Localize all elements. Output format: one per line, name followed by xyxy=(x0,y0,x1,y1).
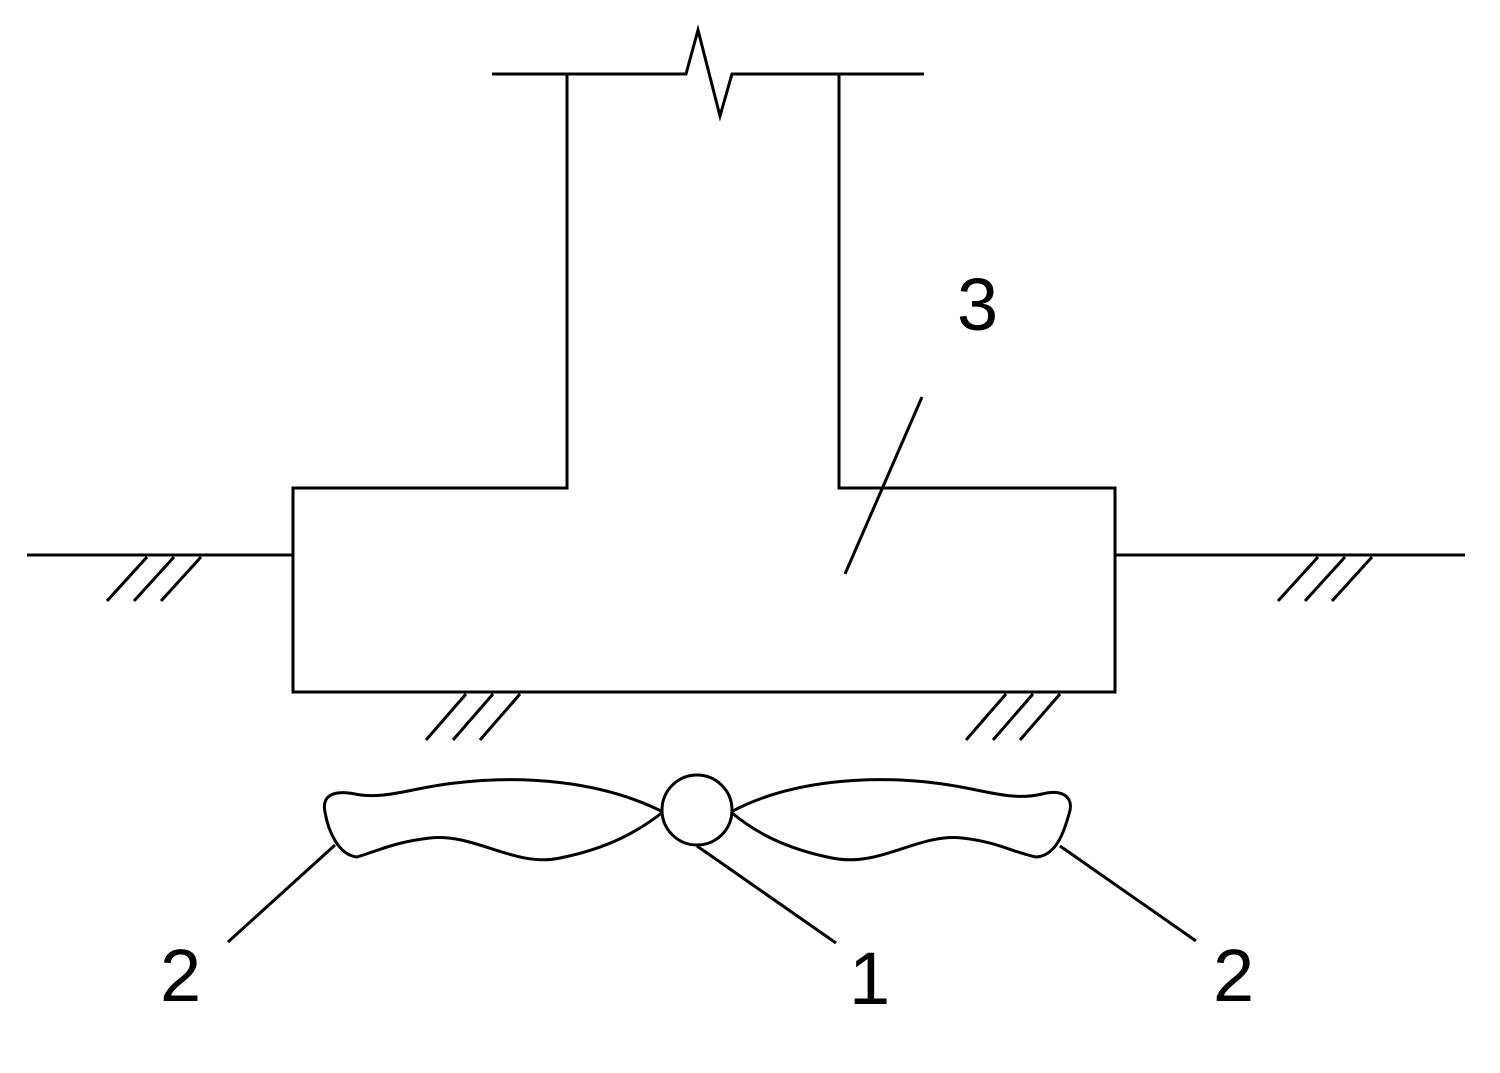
column-top-break-line xyxy=(492,24,924,122)
leader-line-1 xyxy=(696,844,837,945)
soil-hatch-left xyxy=(105,555,203,603)
leader-line-2-left xyxy=(226,843,337,944)
leader-line-2-right xyxy=(1059,844,1197,943)
crack-lobe-left xyxy=(322,778,666,862)
label-2-right: 2 xyxy=(1213,934,1254,1017)
label-3: 3 xyxy=(957,263,998,346)
soil-hatch-under-left xyxy=(424,693,522,741)
label-1: 1 xyxy=(849,937,890,1020)
leader-line-3 xyxy=(843,396,924,575)
foundation-outline xyxy=(291,74,1117,694)
soil-hatch-under-right xyxy=(964,693,1062,741)
crack-lobe-right xyxy=(728,778,1072,862)
center-charge-circle xyxy=(660,773,734,847)
label-2-left: 2 xyxy=(160,934,201,1017)
soil-hatch-right xyxy=(1276,555,1374,603)
